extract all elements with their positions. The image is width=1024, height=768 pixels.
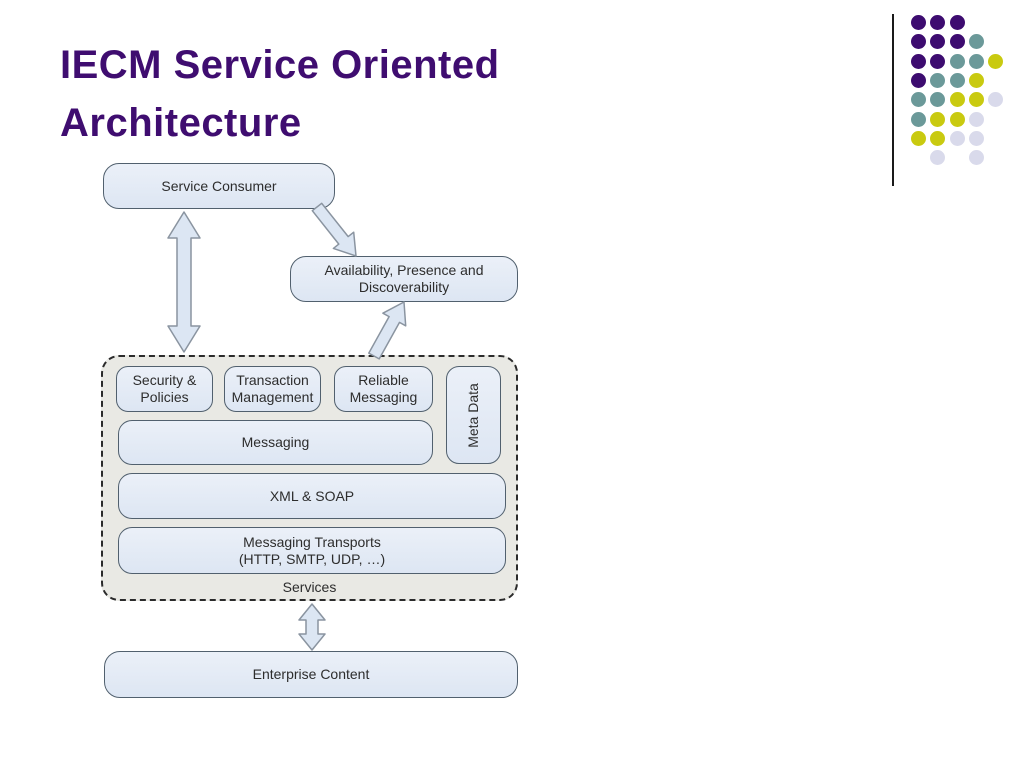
decorative-dot-yellow <box>949 111 965 127</box>
arrow-service-consumer-availability <box>311 202 357 257</box>
decorative-dot-lavender <box>968 130 984 146</box>
services-container-label: Services <box>282 579 337 595</box>
decorative-dot-teal <box>930 92 946 108</box>
decorative-dot-purple <box>930 53 946 69</box>
transaction-management-box: Transaction Management <box>224 366 321 412</box>
meta-data-label: Meta Data <box>465 382 481 448</box>
availability-presence-discoverability-box: Availability, Presence and Discoverabili… <box>290 256 518 302</box>
decorative-dot-purple <box>930 15 946 30</box>
decorative-vertical-rule <box>892 14 894 186</box>
decorative-dot-teal <box>930 72 946 88</box>
slide-title: IECM Service Oriented Architecture <box>60 43 500 145</box>
decorative-dot-purple <box>911 15 926 30</box>
arrow-services-enterprise-content <box>298 603 326 651</box>
decorative-dot-lavender <box>968 111 984 127</box>
service-consumer-box: Service Consumer <box>103 163 335 209</box>
decorative-dot-purple <box>930 34 946 50</box>
decorative-dot-teal <box>949 53 965 69</box>
messaging-transports-box: Messaging Transports (HTTP, SMTP, UDP, …… <box>118 527 506 574</box>
messaging-box: Messaging <box>118 420 433 465</box>
decorative-dot-purple <box>911 34 926 50</box>
decorative-dot-yellow <box>968 72 984 88</box>
decorative-dot-purple <box>949 15 965 30</box>
decorative-dot-yellow <box>968 92 984 108</box>
decorative-dot-teal <box>949 72 965 88</box>
xml-soap-box: XML & SOAP <box>118 473 506 519</box>
security-policies-box: Security & Policies <box>116 366 213 412</box>
dot-pattern-decoration <box>911 15 1006 170</box>
meta-data-box: Meta Data <box>446 366 501 464</box>
decorative-dot-yellow <box>930 130 946 146</box>
decorative-dot-yellow <box>930 111 946 127</box>
decorative-dot-teal <box>968 53 984 69</box>
arrow-service-consumer-services <box>167 211 201 353</box>
enterprise-content-box: Enterprise Content <box>104 651 518 698</box>
decorative-dot-yellow <box>988 53 1004 69</box>
decorative-dot-yellow <box>911 130 926 146</box>
reliable-messaging-box: Reliable Messaging <box>334 366 433 412</box>
decorative-dot-yellow <box>949 92 965 108</box>
decorative-dot-teal <box>968 34 984 50</box>
decorative-dot-teal <box>911 111 926 127</box>
decorative-dot-lavender <box>930 150 946 166</box>
decorative-dot-teal <box>911 92 926 108</box>
decorative-dot-lavender <box>968 150 984 166</box>
decorative-dot-lavender <box>988 92 1004 108</box>
decorative-dot-purple <box>949 34 965 50</box>
arrow-services-availability <box>368 301 407 360</box>
decorative-dot-purple <box>911 53 926 69</box>
decorative-dot-purple <box>911 72 926 88</box>
decorative-dot-lavender <box>949 130 965 146</box>
